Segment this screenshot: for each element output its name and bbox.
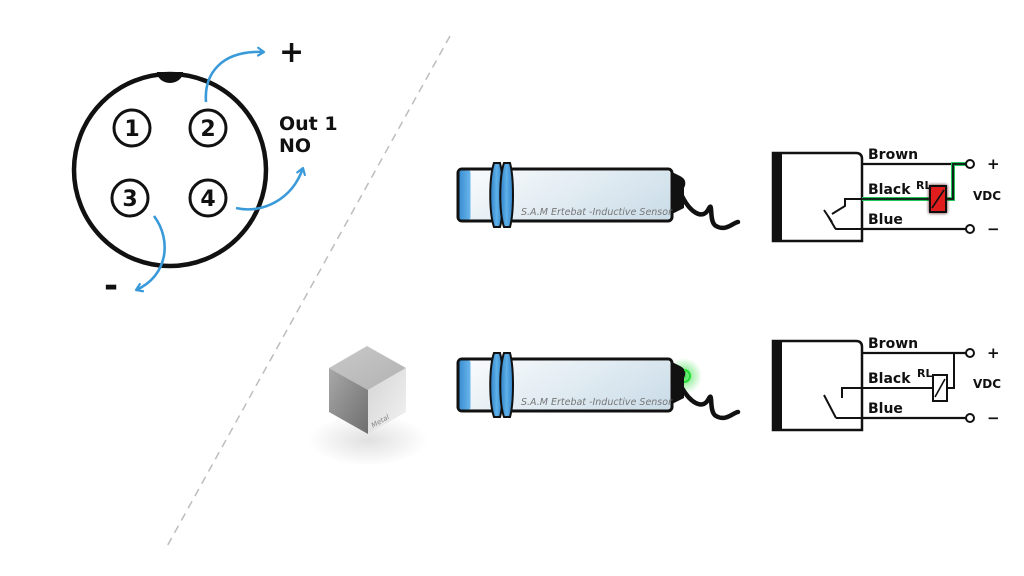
wire-blue-label: Blue	[868, 401, 903, 417]
sensor-label: S.A.M Ertebat -Inductive Sensor	[521, 397, 673, 408]
sensor-label: S.A.M Ertebat -Inductive Sensor	[521, 207, 673, 218]
sensor-box-face	[772, 340, 782, 431]
pin-1-label: 1	[124, 117, 139, 142]
transistor-symbol	[831, 198, 862, 215]
connector-key-notch	[157, 72, 183, 83]
minus-label: -	[104, 266, 118, 306]
sensor-nut-2	[499, 352, 514, 418]
cube-right-face	[368, 368, 406, 434]
wire-brown-label: Brown	[868, 147, 918, 163]
pin-3-label: 3	[122, 187, 137, 212]
sensor-cable	[679, 193, 741, 231]
plus-label: +	[279, 35, 304, 70]
cube-top-face	[329, 346, 406, 390]
wiring-diagram-deenergized: Brown Black Blue RL + VDC −	[771, 336, 1001, 432]
supply-plus-label: +	[987, 155, 1000, 173]
relay-label: RL	[916, 179, 931, 192]
pin-4: 4	[188, 178, 228, 218]
sensor-face	[459, 170, 471, 220]
pin-2: 2	[188, 108, 228, 148]
inductive-sensor-idle: S.A.M Ertebat -Inductive Sensor	[456, 162, 741, 231]
connector-outline	[71, 71, 269, 269]
arrow-pin4-to-output	[235, 168, 303, 211]
terminal-minus	[965, 224, 975, 234]
terminal-minus	[965, 413, 975, 423]
sensor-nut-2	[499, 162, 514, 228]
supply-plus-label: +	[987, 344, 1000, 362]
sensor-box	[771, 339, 864, 432]
inductive-sensor-active: S.A.M Ertebat -Inductive Sensor	[456, 352, 741, 421]
cube-shadow	[308, 414, 428, 466]
wire-black-label: Black	[868, 371, 911, 387]
arrow-pin2-to-plus	[204, 52, 264, 103]
wire-black	[841, 387, 933, 398]
sensor-box	[771, 151, 864, 243]
wire-relay-return-active	[946, 162, 968, 201]
supply-vdc-label: VDC	[973, 189, 1001, 203]
terminal-plus	[965, 159, 975, 169]
wire-black-label: Black	[868, 182, 911, 198]
pin-2-label: 2	[200, 117, 215, 142]
supply-vdc-label: VDC	[973, 377, 1001, 391]
arrow-pin3-to-minus	[136, 215, 166, 290]
sensor-box-face	[772, 152, 782, 242]
cube-left-face	[329, 368, 368, 434]
led-indicator-icon	[683, 369, 691, 383]
terminal-plus	[965, 348, 975, 358]
connector-pinout: 1 2 3 4 + - Out 1 NO	[71, 35, 338, 306]
output-label-line1: Out 1	[279, 113, 338, 135]
wiring-diagram-energized: Brown Black Blue RL + VDC −	[771, 147, 1001, 243]
supply-minus-label: −	[987, 220, 1000, 238]
pin-1: 1	[112, 108, 152, 148]
sensor-face	[459, 360, 471, 410]
supply-minus-label: −	[987, 409, 1000, 427]
metal-target-cube: Metal	[308, 346, 428, 466]
output-label-line2: NO	[279, 135, 311, 157]
wire-brown-label: Brown	[868, 336, 918, 352]
switch-contact-open	[823, 394, 837, 419]
pin-3: 3	[110, 178, 150, 218]
pin-4-label: 4	[200, 187, 215, 212]
wire-blue-label: Blue	[868, 212, 903, 228]
sensor-cable	[679, 385, 741, 421]
relay-label: RL	[917, 367, 932, 380]
